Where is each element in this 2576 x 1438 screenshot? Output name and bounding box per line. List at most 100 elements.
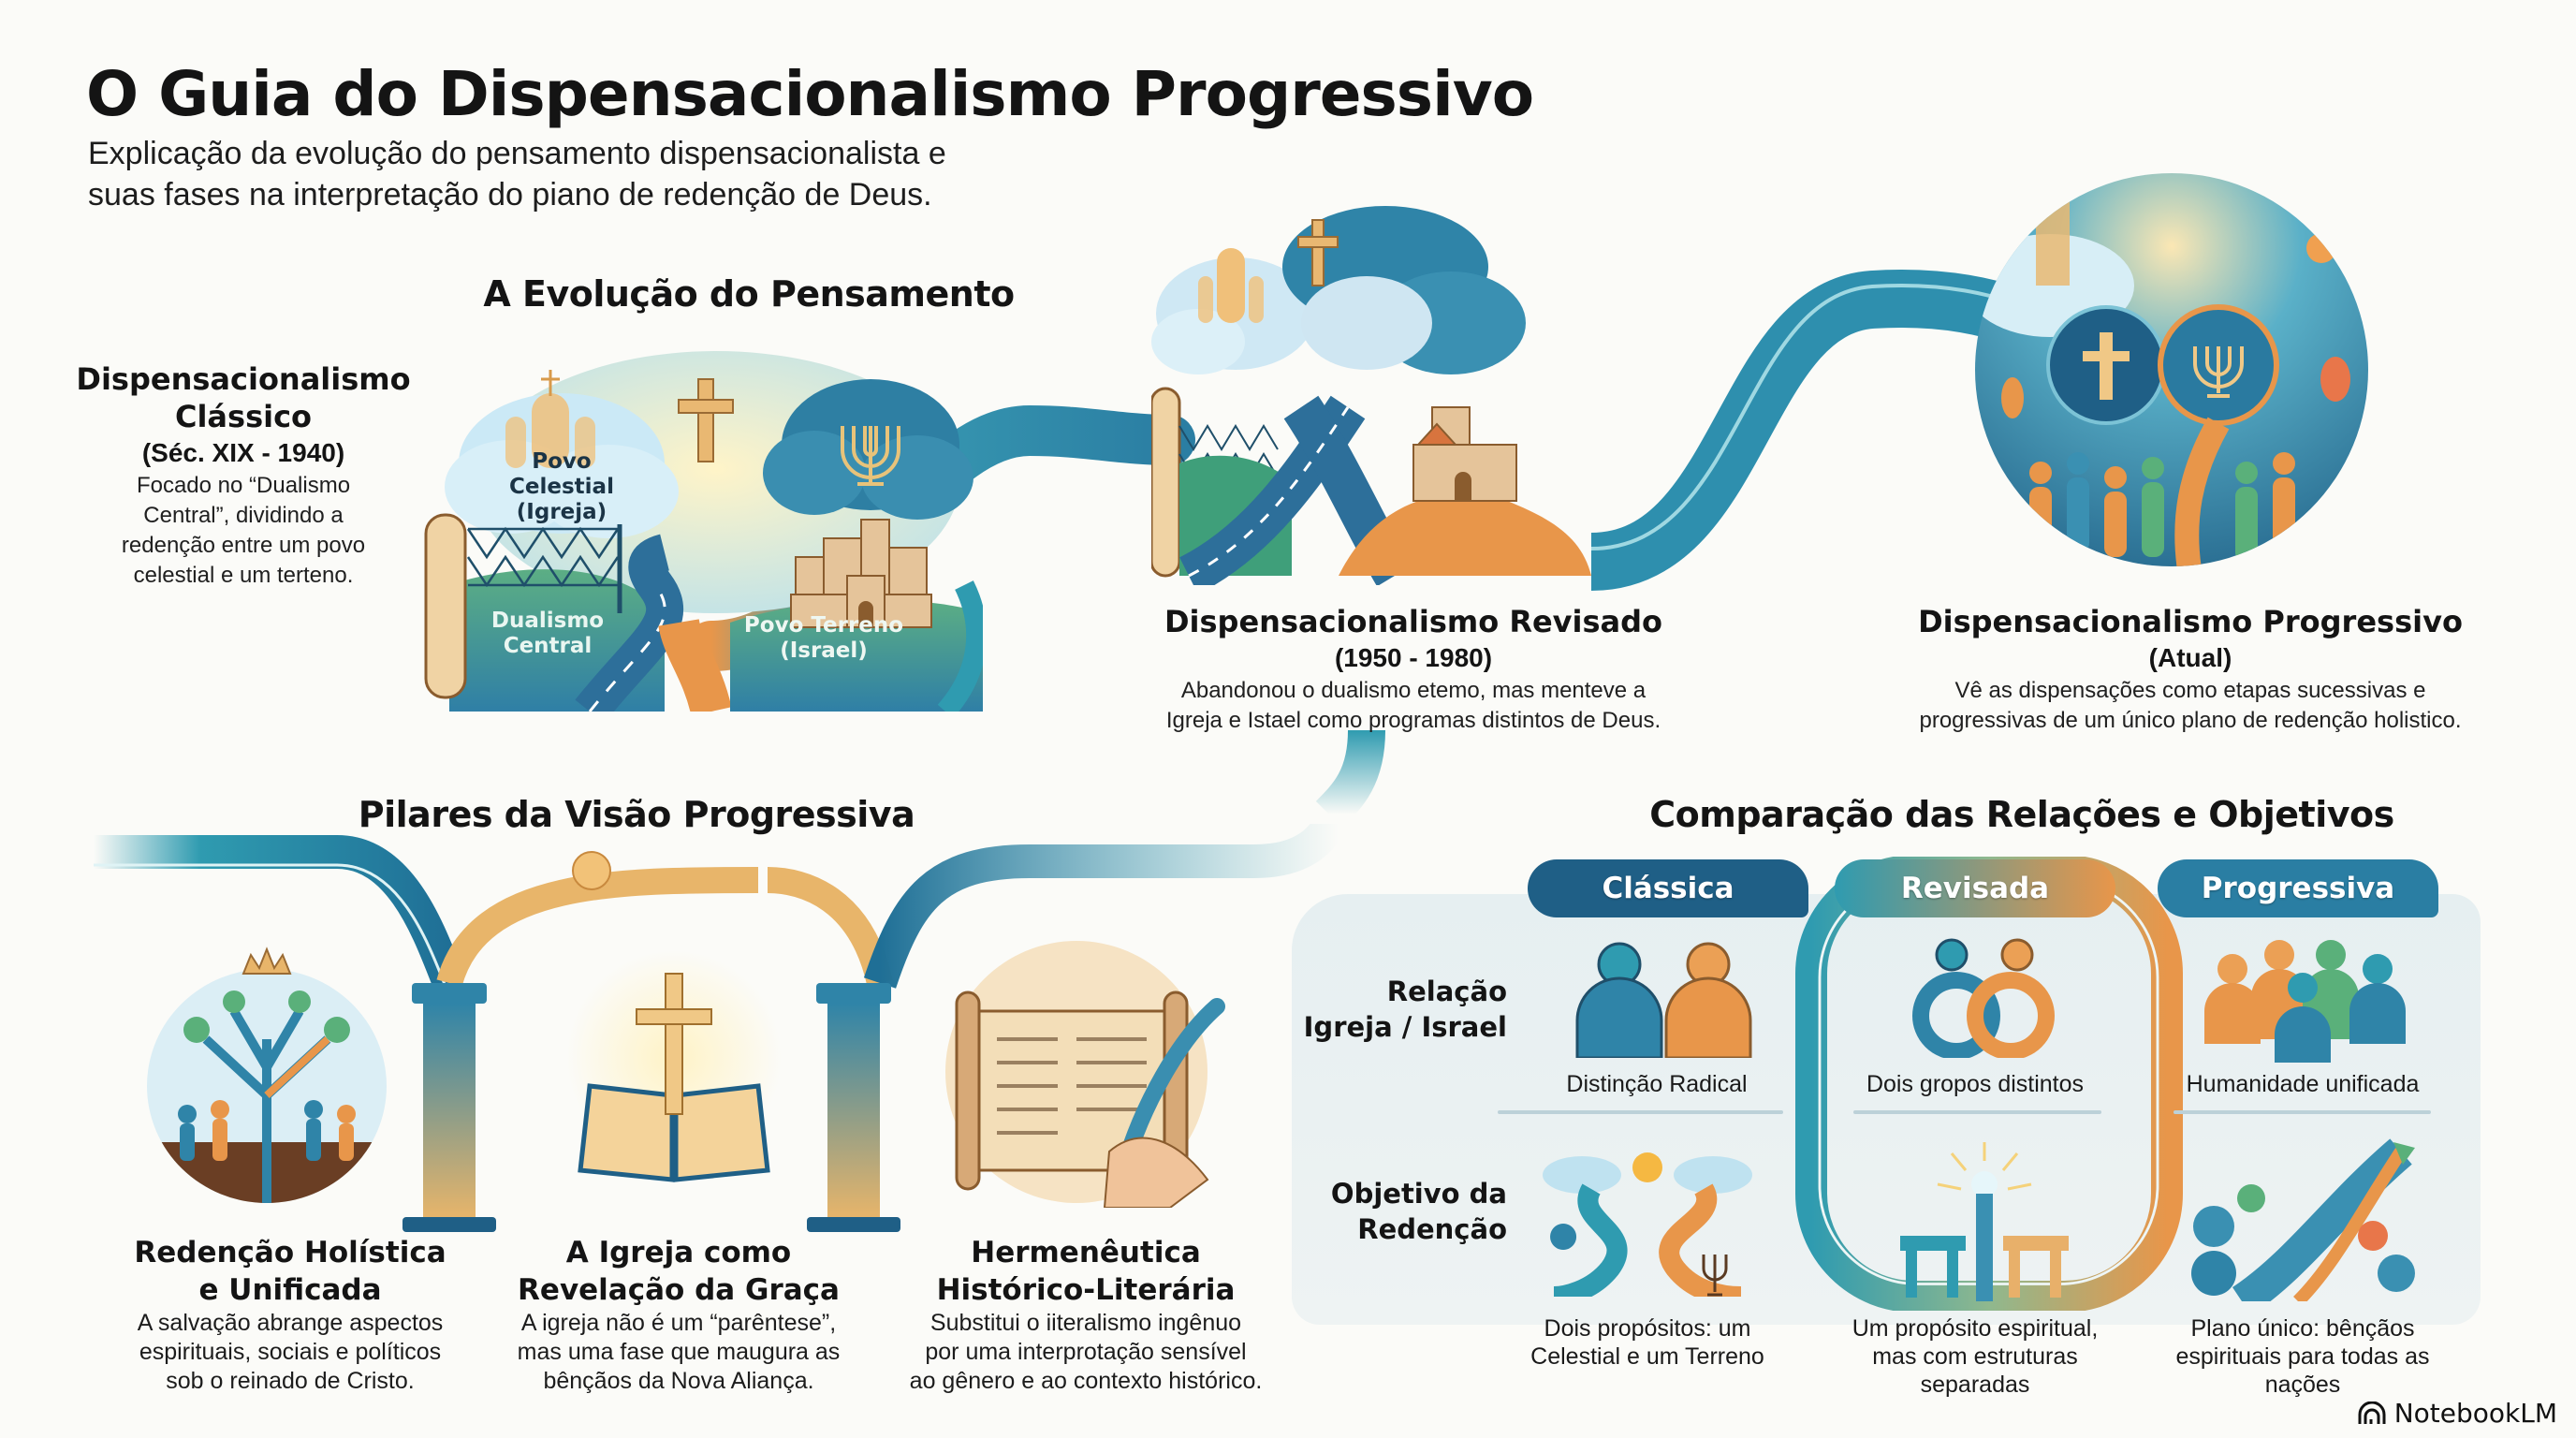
cell-line: nações [2264, 1372, 2341, 1398]
cloud-label-celestial: Povo Celestial (Igreja) [477, 449, 646, 525]
label-line: Relação [1386, 976, 1507, 1007]
desc-line: A salvação abrange aspectos [137, 1310, 444, 1336]
pillar-title: Redenção Holística [134, 1236, 446, 1269]
revised-illustration [1151, 183, 1619, 585]
church-icon [445, 370, 679, 538]
cross-icon [636, 973, 712, 1115]
people-icon [2029, 452, 2295, 562]
stage-revised-period: (1950 - 1980) [1334, 643, 1493, 672]
pillars-heading: Pilares da Visão Progressiva [358, 794, 915, 835]
label-line: Dualismo [490, 609, 605, 633]
row-divider [2174, 1110, 2431, 1114]
cross-icon [1297, 219, 1339, 286]
desc-line: Substitui o iiteralismo ingênuo [929, 1310, 1242, 1336]
desc-line: por uma interprotação sensível [925, 1339, 1247, 1365]
notebooklm-logo-icon [2358, 1401, 2386, 1424]
desc-line: ao gênero e ao contexto histórico. [909, 1368, 1263, 1394]
desc-line: sob o reinado de Cristo. [166, 1368, 415, 1394]
page-subtitle: Explicação da evolução do pensamento dis… [88, 133, 968, 215]
evolution-heading: A Evolução do Pensamento [483, 273, 1015, 315]
label-line: Objetivo da [1330, 1178, 1507, 1210]
row-label-objective: Objetivo da Redenção [1301, 1176, 1507, 1247]
pillar-desc: A salvação abrange aspectos espirituais,… [103, 1309, 477, 1396]
pillar-title: Revelação da Graça [518, 1273, 840, 1307]
cell-line: separadas [1920, 1372, 2030, 1398]
desc-line: mas uma fase que maugura as [517, 1339, 841, 1365]
cell-line: Dois propósitos: um [1544, 1315, 1751, 1342]
stage-classic-period: (Séc. XIX - 1940) [141, 438, 345, 467]
cloud-icon [1151, 206, 1526, 374]
globe-icon [2191, 1251, 2236, 1296]
land-label-dualism: Dualismo Central [468, 609, 627, 659]
stage-progressive-desc: Vê as dispensações como etapas sucessiva… [1900, 676, 2481, 736]
desc-line: redenção entre um povo [121, 533, 366, 558]
globe-icon [2193, 1206, 2234, 1247]
cell-progressive-relation: Humanidade unificada [2186, 1071, 2420, 1097]
stage-revised-title: Dispensacionalismo Revisado [1164, 604, 1663, 639]
column-header-progressive: Progressiva [2158, 859, 2438, 917]
two-roads-icon [1543, 1152, 1752, 1297]
stage-progressive-period: (Atual) [2148, 643, 2232, 672]
castle-icon [1412, 406, 1517, 502]
hand-icon [1103, 1137, 1209, 1208]
desc-line: Vê as dispensações como etapas sucessiva… [1954, 678, 2426, 703]
cell-classic-objective: Dois propósitos: um Celestial e um Terre… [1498, 1314, 1797, 1371]
two-pillars-one-road-icon [1900, 1142, 2069, 1301]
cell-line: Um propósito espiritual, [1852, 1315, 2099, 1342]
desc-line: progressivas de um único plano de redenç… [1919, 708, 2462, 733]
desc-line: Focado no “Dualismo [136, 473, 351, 498]
tree-crown-icon [140, 936, 393, 1208]
label-line: (Israel) [780, 638, 868, 663]
column-left-icon [402, 983, 496, 1232]
row-divider [1853, 1110, 2101, 1114]
desc-line: A igreja não é um “parêntese”, [520, 1310, 837, 1336]
column-header-classic: Clássica [1528, 859, 1808, 917]
stage-progressive-title: Dispensacionalismo Progressivo [1918, 604, 2463, 639]
stage-classic-desc: Focado no “Dualismo Central”, dividindo … [75, 471, 412, 591]
cell-line: espirituais para todas as [2175, 1343, 2430, 1370]
pillar-hermeneutics: Hermenêutica Histórico-Literária Substit… [885, 1234, 1287, 1396]
desc-line: celestial e um terteno. [133, 563, 354, 588]
open-bible-cross-icon [562, 946, 786, 1198]
scroll-quill-icon [936, 936, 1236, 1208]
globe-icon [2237, 1184, 2265, 1212]
cell-revised-objective: Um propósito espiritual, mas com estrutu… [1830, 1314, 2120, 1399]
cell-progressive-objective: Plano único: bênçãos espirituais para to… [2158, 1314, 2448, 1399]
stage-revised-desc: Abandonou o dualismo etemo, mas menteve … [1109, 676, 1718, 736]
location-pin-icon [1550, 1224, 1577, 1250]
classic-illustration: Povo Celestial (Igreja) Dualismo Central… [421, 342, 983, 712]
pillar-desc: A igreja não é um “parêntese”, mas uma f… [491, 1309, 866, 1396]
desc-line: bênçãos da Nova Aliança. [543, 1368, 814, 1394]
row-divider [1498, 1110, 1783, 1114]
pillar-title: Histórico-Literária [936, 1273, 1236, 1307]
cross-icon [2083, 332, 2130, 400]
row-label-relation: Relação Igreja / Israel [1301, 974, 1507, 1045]
pillars-arches-icon [94, 824, 1350, 1232]
scroll-icon [424, 513, 467, 699]
church-icon [1198, 248, 1264, 323]
column-header-revised: Revisada [1835, 859, 2115, 917]
progressive-illustration [1966, 164, 2378, 576]
stage-classic: Dispensacionalismo Clássico (Séc. XIX - … [75, 360, 412, 591]
desc-line: espirituais, sociais e políticos [139, 1339, 442, 1365]
label-line: Povo Celestial [509, 449, 614, 499]
city-icon [790, 519, 932, 628]
desc-line: Central”, dividindo a [143, 503, 344, 528]
pillar-title: e Unificada [198, 1273, 382, 1307]
desc-line: Igreja e Istael como programas distintos… [1165, 708, 1661, 733]
notebooklm-brand: NotebookLM [2357, 1398, 2557, 1429]
cross-icon [678, 378, 734, 462]
land-label-earthly: Povo Terreno (Israel) [730, 613, 917, 664]
group-people-icon [2204, 940, 2406, 1063]
menorah-icon [763, 379, 973, 520]
cell-line: mas com estruturas [1872, 1343, 2078, 1370]
column-right-icon [807, 983, 900, 1232]
subtitle-line-1: Explicação da evolução do pensamento dis… [88, 136, 946, 171]
single-road-globes-icon [2191, 1138, 2415, 1301]
sun-icon [1632, 1152, 1662, 1182]
label-line: Igreja / Israel [1303, 1011, 1507, 1043]
fence-icon [466, 524, 622, 613]
globe-icon [2358, 1221, 2388, 1251]
church-icon [2036, 201, 2070, 286]
globe-icon [2378, 1255, 2415, 1292]
